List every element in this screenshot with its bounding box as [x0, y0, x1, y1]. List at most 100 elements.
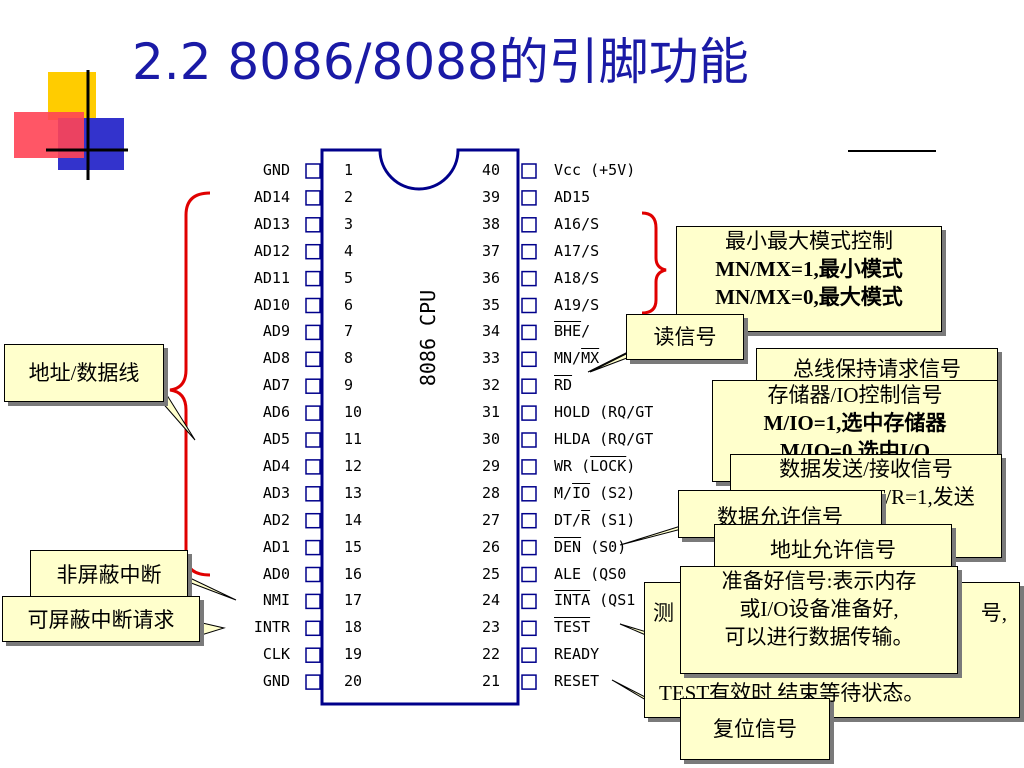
right-pin-box [521, 459, 537, 475]
logo-squares-icon [14, 70, 128, 180]
left-pin-box [305, 163, 321, 179]
left-pin-number: 1 [344, 161, 354, 179]
right-pin-number: 24 [482, 591, 501, 610]
right-pin-name: RD [554, 376, 573, 395]
callout-nmi: 非屏蔽中断 [30, 550, 188, 598]
left-pin-box [305, 270, 321, 287]
right-pin-number: 39 [482, 187, 501, 206]
right-pin-box [521, 270, 537, 287]
left-pin-box [305, 243, 321, 260]
left-pin-name: CLK [262, 645, 290, 664]
left-pin-name: AD2 [262, 510, 290, 529]
callout-bus-hold-text: 总线保持请求信号 [793, 357, 961, 381]
right-pin-name: A17/S [554, 241, 600, 260]
right-pin-box [521, 405, 537, 421]
right-pin-number: 30 [482, 430, 501, 448]
right-pin-box [521, 243, 537, 260]
left-pin-name: AD1 [262, 537, 290, 556]
pin-boxes [305, 163, 537, 690]
left-pin-box [305, 539, 321, 556]
left-pin-number: 3 [344, 214, 354, 233]
left-pin-name: AD11 [253, 268, 290, 287]
left-pin-box [305, 674, 321, 690]
right-pin-box [521, 593, 537, 610]
right-pin-number: 26 [482, 537, 501, 556]
right-pin-box [521, 217, 537, 233]
right-pin-number: 31 [482, 403, 501, 422]
left-pin-name: AD13 [253, 214, 290, 233]
right-pin-box [521, 324, 537, 341]
ready-line1: 准备好信号:表示内存 [721, 569, 917, 593]
callout-ale: 地址允许信号 [714, 524, 952, 570]
left-pin-name: GND [262, 161, 290, 179]
left-pin-box [305, 593, 321, 610]
right-pin-name: READY [554, 645, 600, 664]
left-pin-name: AD9 [262, 322, 290, 341]
left-pin-box [305, 459, 321, 475]
left-pin-box [305, 566, 321, 583]
right-pin-number: 34 [482, 322, 501, 341]
right-pin-box [521, 486, 537, 502]
left-pin-number: 16 [344, 564, 363, 583]
callout-bus-hold: 总线保持请求信号 [756, 348, 998, 384]
callout-addr-data-text: 地址/数据线 [28, 361, 140, 385]
dtr-line1: 数据发送/接收信号 [779, 457, 953, 481]
callout-addr-data: 地址/数据线 [4, 344, 164, 402]
left-pin-box [305, 217, 321, 233]
right-pin-name: AD15 [554, 187, 591, 206]
right-pin-number: 28 [482, 483, 501, 502]
left-pin-name: NMI [262, 591, 290, 610]
left-pin-box [305, 190, 321, 206]
right-pin-name: A16/S [554, 214, 600, 233]
right-pin-name: HLDA (RQ/GT [554, 430, 654, 448]
left-pin-name: AD7 [262, 376, 290, 395]
left-pin-box [305, 486, 321, 502]
callout-intr: 可屏蔽中断请求 [2, 596, 200, 642]
left-pin-name: AD4 [262, 456, 290, 475]
right-pin-box [521, 539, 537, 556]
left-pin-box [305, 512, 321, 529]
right-pin-number: 25 [482, 564, 501, 583]
right-pin-number: 27 [482, 510, 501, 529]
mode-line2: MN/MX=1,最小模式 [715, 257, 903, 281]
left-pin-number: 20 [344, 672, 363, 691]
left-pin-number: 15 [344, 537, 363, 556]
chip-label: 8086 CPU [416, 289, 440, 387]
mode-line3: MN/MX=0,最大模式 [715, 285, 903, 309]
right-pin-box [521, 620, 537, 637]
left-pin-number: 11 [344, 430, 363, 448]
callout-reset-text: 复位信号 [713, 717, 797, 741]
right-pin-number: 36 [482, 268, 501, 287]
right-pin-name: BHE/ [554, 322, 591, 341]
right-pin-number: 35 [482, 295, 501, 314]
left-pin-name: AD3 [262, 483, 290, 502]
right-pin-box [521, 297, 537, 314]
left-pin-box [305, 297, 321, 314]
left-pin-name: AD5 [262, 430, 290, 448]
left-pin-number: 7 [344, 322, 354, 341]
left-pin-name: AD14 [253, 187, 290, 206]
right-pin-number: 22 [482, 645, 501, 664]
right-pin-number: 38 [482, 214, 501, 233]
left-pin-number: 13 [344, 483, 363, 502]
right-pin-number: 29 [482, 456, 501, 475]
right-pin-name: Vcc (+5V) [554, 161, 636, 179]
left-pin-box [305, 405, 321, 421]
mio-line2: M/IO=1,选中存储器 [763, 411, 947, 435]
right-pin-name: WR (LOCK) [554, 456, 636, 475]
right-pin-number: 32 [482, 376, 501, 395]
left-pin-name: AD10 [253, 295, 290, 314]
right-pin-box [521, 351, 537, 368]
right-pin-number: 40 [482, 161, 501, 179]
callout-ale-text: 地址允许信号 [770, 538, 896, 562]
right-pin-number: 33 [482, 349, 501, 368]
callout-nmi-text: 非屏蔽中断 [56, 563, 162, 587]
left-pin-name: AD6 [262, 403, 290, 422]
callout-read-text: 读信号 [653, 325, 717, 349]
right-pin-box [521, 378, 537, 394]
left-pin-name: AD8 [262, 349, 290, 368]
callout-read: 读信号 [626, 314, 744, 360]
logo-decoration [10, 70, 130, 180]
right-pin-name: ALE (QS0 [554, 564, 627, 583]
